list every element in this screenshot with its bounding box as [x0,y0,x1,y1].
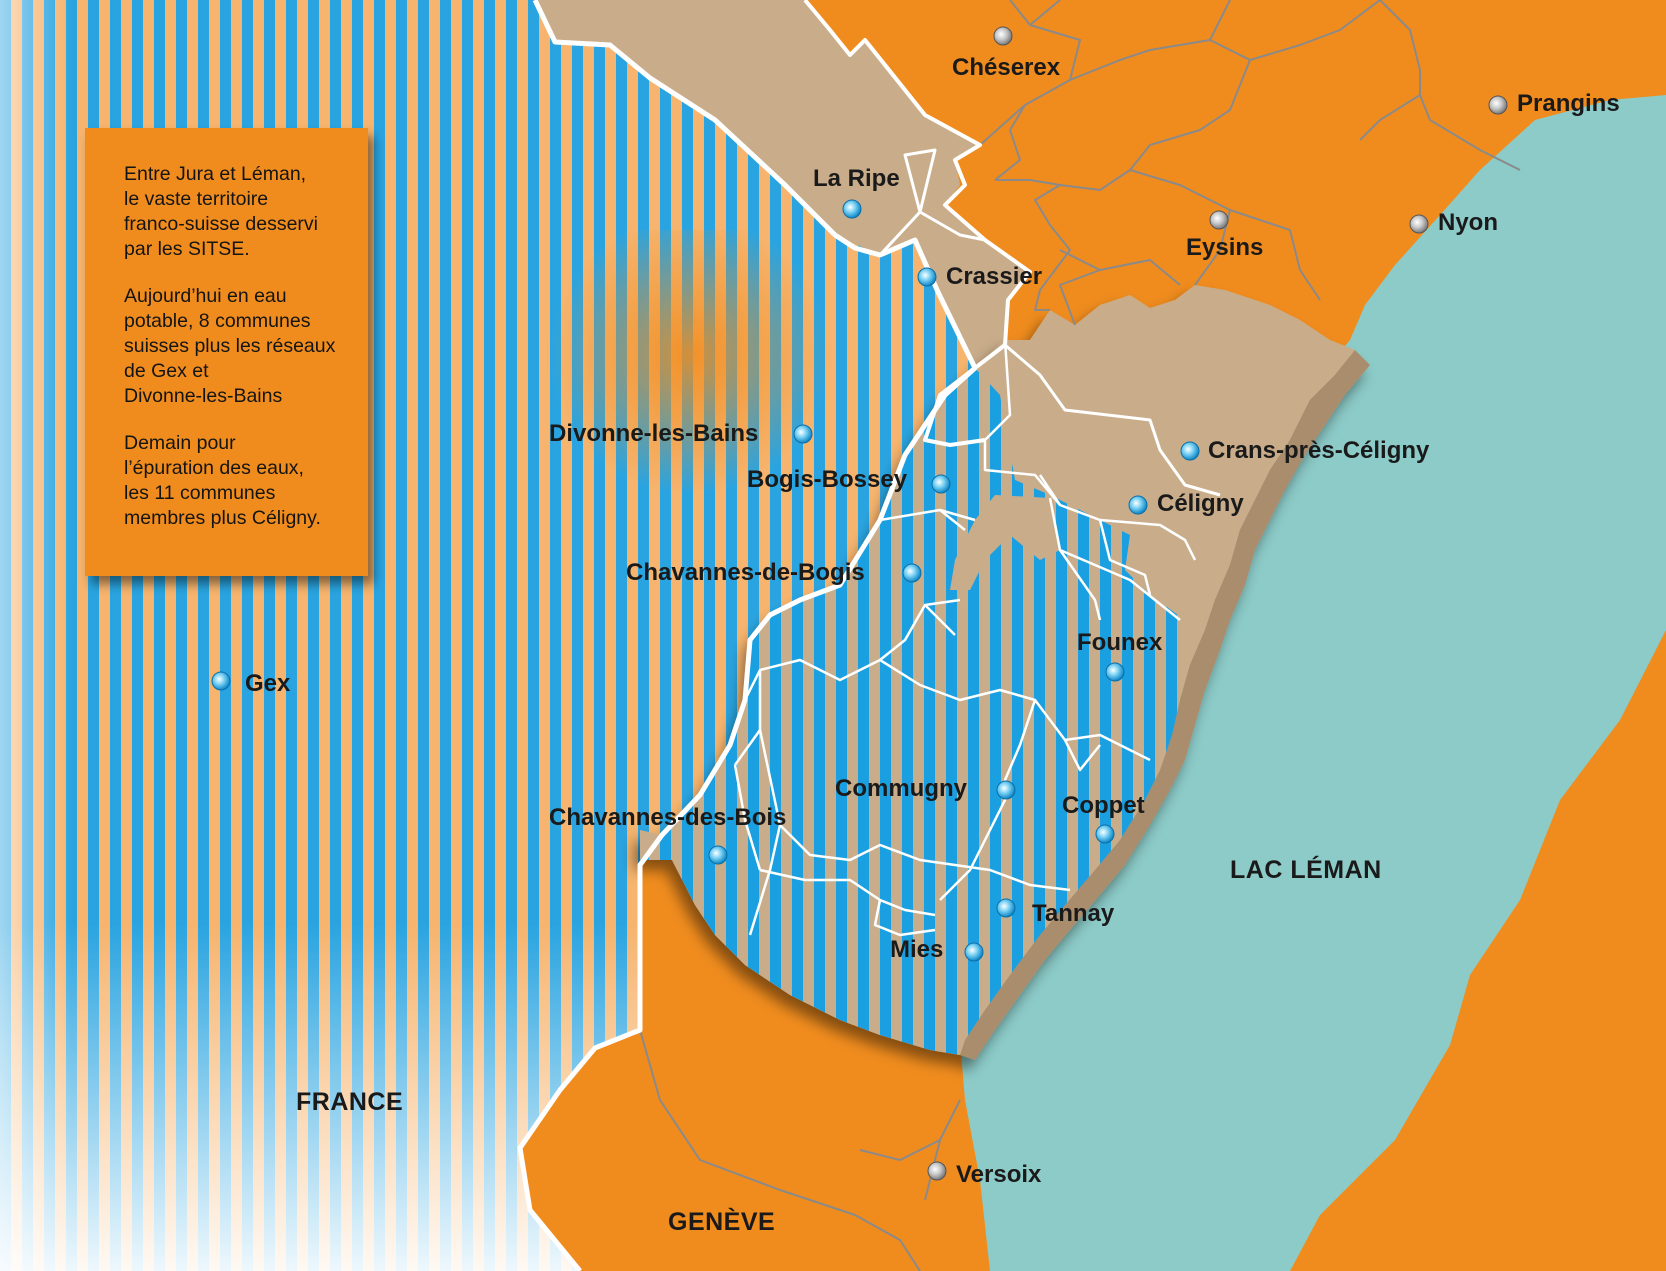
jura-border [803,0,1032,447]
label-prangins: Prangins [1517,90,1620,117]
label-nyon: Nyon [1438,209,1498,236]
label-eysins: Eysins [1186,234,1263,261]
info-paragraph-1: Entre Jura et Léman, le vaste territoire… [124,163,318,260]
swiss-borders [639,0,1521,1271]
grey-markers [927,26,1508,1181]
marker-chavannes-bogis[interactable] [902,563,922,583]
info-box: Entre Jura et Léman, le vaste territoire… [85,128,368,576]
marker-coppet[interactable] [1095,824,1115,844]
label-coppet: Coppet [1062,792,1145,819]
marker-eysins[interactable] [1209,210,1229,230]
label-tannay: Tannay [1032,900,1115,927]
jura-border-2 [878,148,986,257]
marker-cheserex[interactable] [993,26,1013,46]
marker-nyon[interactable] [1409,214,1429,234]
region-lac-leman: LAC LÉMAN [1230,855,1382,884]
label-gex: Gex [245,670,291,697]
label-mies: Mies [890,936,943,963]
fade-bottom [0,500,700,1271]
marker-tannay[interactable] [996,898,1016,918]
national-border [517,0,978,1271]
label-celigny: Céligny [1157,490,1244,517]
label-la-ripe: La Ripe [813,165,900,192]
marker-versoix[interactable] [927,1161,947,1181]
info-paragraph-3: Demain pour l’épuration des eaux, les 11… [124,432,321,529]
info-paragraph-2: Aujourd’hui en eau potable, 8 communes s… [124,285,336,407]
marker-commugny[interactable] [996,780,1016,800]
marker-crans[interactable] [1180,441,1200,461]
marker-la-ripe[interactable] [842,199,862,219]
marker-divonne[interactable] [793,424,813,444]
label-bogis: Bogis-Bossey [747,466,908,493]
label-chavannes-bois: Chavannes-des-Bois [549,804,786,831]
label-chavannes-bogis: Chavannes-de-Bogis [626,559,865,586]
label-commugny: Commugny [835,775,968,802]
tan-pocket [950,495,1060,590]
celigny-border [1004,343,1221,497]
marker-crassier[interactable] [917,267,937,287]
label-cheserex: Chéserex [952,54,1061,81]
lake-leman [960,95,1666,1271]
label-crans: Crans-près-Céligny [1208,437,1430,464]
marker-founex[interactable] [1105,662,1125,682]
region-geneve: GENÈVE [668,1207,775,1236]
label-founex: Founex [1077,629,1163,656]
label-divonne: Divonne-les-Bains [549,420,758,447]
place-labels: Chéserex Prangins La Ripe Nyon Eysins Cr… [245,54,1620,1188]
blue-markers [211,199,1200,962]
label-crassier: Crassier [946,263,1042,290]
marker-gex[interactable] [211,671,231,691]
marker-celigny[interactable] [1128,495,1148,515]
label-versoix: Versoix [956,1161,1042,1188]
marker-chavannes-bois[interactable] [708,845,728,865]
marker-mies[interactable] [964,942,984,962]
marker-bogis[interactable] [931,474,951,494]
region-france: FRANCE [296,1088,403,1116]
marker-prangins[interactable] [1488,95,1508,115]
